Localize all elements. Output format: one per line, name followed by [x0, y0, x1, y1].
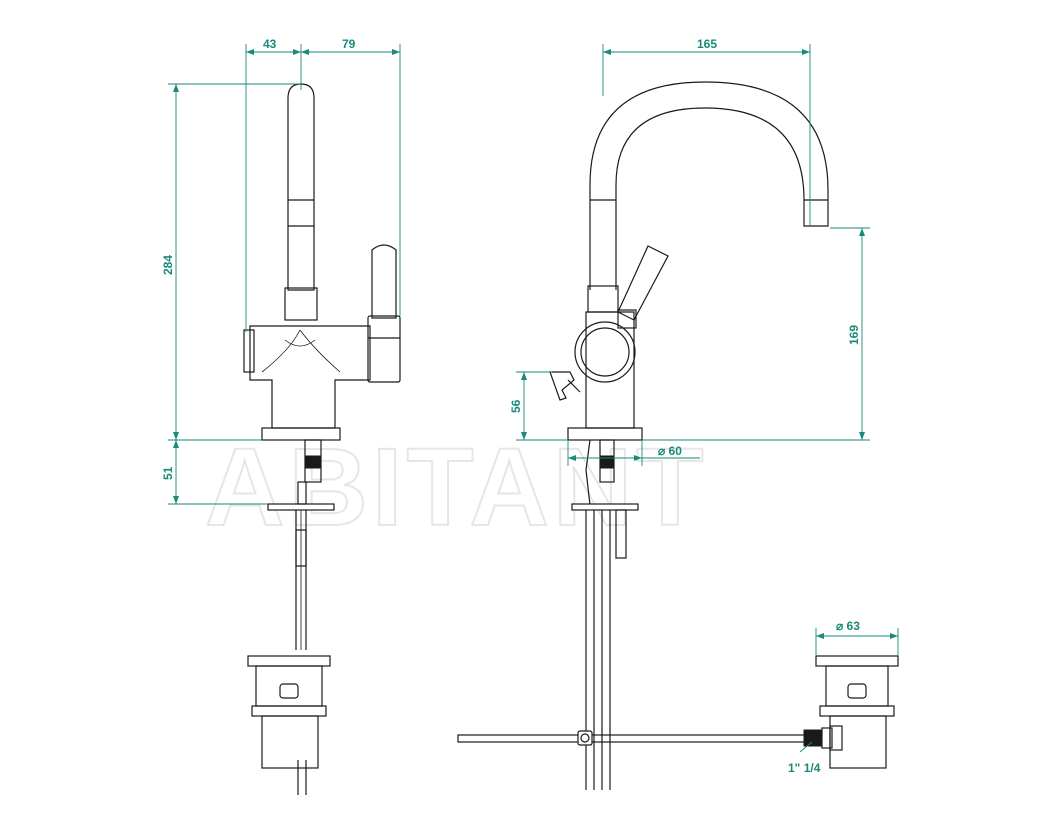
arrow [173, 440, 179, 448]
dim-dia63-label: ⌀ 63 [836, 619, 860, 633]
front-base [261, 427, 341, 441]
side-stud [599, 439, 615, 483]
side-nut [600, 455, 614, 469]
arrow [173, 432, 179, 440]
front-body [249, 325, 371, 429]
drain-nut [803, 729, 823, 747]
front-drain-body [255, 665, 323, 707]
arrow [173, 84, 179, 92]
side-flex-hose [615, 509, 627, 559]
front-dimensions: 43 79 284 51 [161, 37, 401, 505]
front-drain-flange [247, 655, 331, 667]
arrow [890, 633, 898, 639]
arrow [816, 633, 824, 639]
arrow [859, 228, 865, 236]
drain-ring [819, 705, 895, 717]
drain-flange [815, 655, 899, 667]
front-lever [371, 244, 397, 319]
side-washer [571, 503, 639, 511]
front-drain-tail [261, 715, 319, 769]
arrow [521, 432, 527, 440]
arrow [521, 372, 527, 380]
drain-body [825, 665, 889, 707]
arrow [568, 455, 576, 461]
side-lever [617, 245, 669, 321]
arrow [802, 49, 810, 55]
arrow [173, 496, 179, 504]
front-drain-ring [251, 705, 327, 717]
side-dimensions: 165 169 56 ⌀ 60 [509, 37, 870, 466]
front-body-contours [261, 329, 341, 373]
drain-tail [829, 715, 887, 769]
dim-dia60-label: ⌀ 60 [658, 444, 682, 458]
side-popup-knob [549, 371, 575, 401]
dim-169-label: 169 [847, 325, 861, 345]
watermark-text: ABITANT [205, 426, 708, 549]
front-view [243, 83, 401, 795]
front-side-cap [243, 329, 255, 373]
arrow [634, 455, 642, 461]
dim-165-label: 165 [697, 37, 717, 51]
side-spout [589, 81, 829, 290]
front-stud [304, 439, 322, 483]
arrow [603, 49, 611, 55]
side-hose [585, 439, 591, 506]
thread-leader [799, 741, 813, 753]
front-drain-slot [279, 683, 299, 699]
side-popup-link [567, 379, 581, 393]
thread-size-label: 1" 1/4 [788, 761, 821, 775]
drain-slot [847, 683, 867, 699]
dim-43-label: 43 [263, 37, 277, 51]
side-body [585, 311, 635, 429]
side-lift-rod [457, 734, 807, 743]
arrow [301, 49, 309, 55]
front-washer [267, 503, 335, 511]
side-clip-screw [580, 733, 590, 743]
arrow [859, 432, 865, 440]
drain-connector [821, 727, 833, 749]
dim-51-label: 51 [161, 466, 175, 480]
side-lever-pivot [617, 309, 637, 329]
front-lever-cartridge [367, 315, 401, 383]
drain-side-port [829, 725, 843, 751]
front-rod-top [297, 481, 307, 505]
front-rod-sleeve [295, 529, 307, 567]
arrow [246, 49, 254, 55]
side-clip [577, 730, 593, 746]
dim-56-label: 56 [509, 399, 523, 413]
arrow [293, 49, 301, 55]
side-cartridge-outer [574, 321, 636, 383]
front-spout [287, 83, 315, 291]
side-cartridge-inner [580, 327, 630, 377]
dim-284-label: 284 [161, 255, 175, 275]
drain-dimensions: ⌀ 63 1" 1/4 [788, 619, 899, 775]
drain-view [803, 655, 899, 769]
arrow [392, 49, 400, 55]
dim-79-label: 79 [342, 37, 356, 51]
front-nut [305, 455, 321, 469]
side-spout-neck [587, 285, 619, 313]
front-spout-neck [284, 287, 318, 321]
